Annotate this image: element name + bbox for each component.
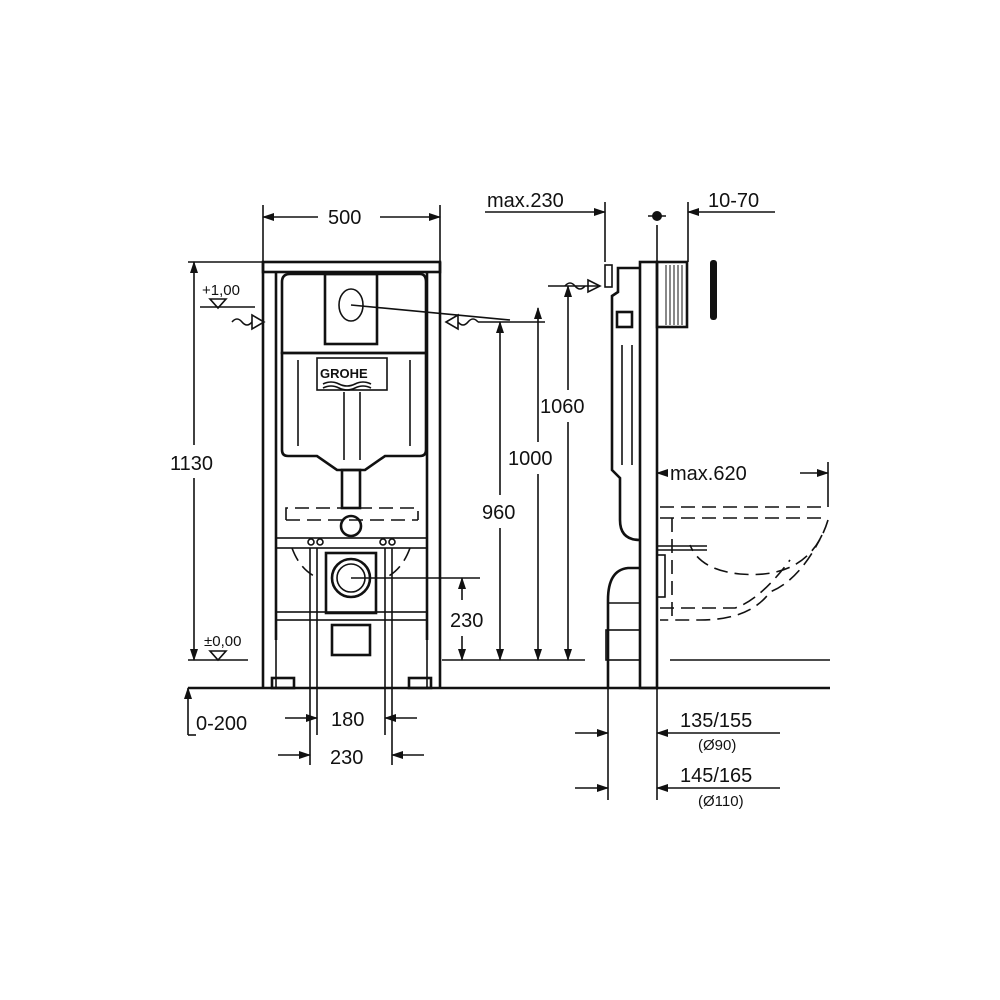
max-620-label: max.620 <box>670 463 747 485</box>
dia-90-label: (Ø90) <box>698 737 736 754</box>
height-label: 1130 <box>170 453 213 475</box>
toilet-bowl-outline <box>660 506 829 621</box>
dimension-960: 960 <box>482 321 515 661</box>
dimension-180: 180 <box>285 548 417 735</box>
dimension-max-620: max.620 <box>656 462 829 507</box>
dim-230-bottom-label: 230 <box>330 747 363 769</box>
dim-135-155-label: 135/155 <box>680 710 752 732</box>
dimension-width-500: 500 <box>262 205 441 262</box>
width-label: 500 <box>328 207 361 229</box>
dimension-145-165: 145/165 (Ø110) <box>575 765 780 810</box>
dimension-230-bottom: 230 <box>278 548 424 769</box>
dim-0-200-label: 0-200 <box>196 713 247 735</box>
dim-230-drain-label: 230 <box>450 610 483 632</box>
grohe-logo: GROHE <box>320 366 368 381</box>
thread-lines <box>665 265 683 325</box>
water-inlet-side-icon <box>564 278 602 294</box>
dimension-max-230: max.230 <box>485 190 606 262</box>
level-marker-zero: ±0,00 <box>204 633 241 662</box>
dia-110-label: (Ø110) <box>698 793 744 810</box>
cistern: GROHE <box>280 272 511 657</box>
dimension-135-155: 135/155 (Ø90) <box>575 710 780 754</box>
dim-1000-label: 1000 <box>508 448 553 470</box>
dim-1060-label: 1060 <box>540 396 585 418</box>
range-10-70-label: 10-70 <box>708 190 759 212</box>
dimension-1060: 1060 <box>540 285 600 661</box>
dim-145-165-label: 145/165 <box>680 765 752 787</box>
flush-plate <box>710 260 717 320</box>
dim-960-label: 960 <box>482 502 515 524</box>
floor-lines <box>188 659 830 690</box>
dimension-height-1130: 1130 <box>170 261 263 661</box>
max-230-label: max.230 <box>487 190 564 212</box>
water-inlet-icon <box>231 313 545 331</box>
level-zero-label: ±0,00 <box>204 633 241 650</box>
dimension-230-drain: 230 <box>450 577 483 661</box>
dimension-0-200: 0-200 <box>184 687 247 736</box>
level-marker-top: +1,00 <box>200 282 255 310</box>
dim-180-label: 180 <box>331 709 364 731</box>
dimension-1000: 1000 <box>508 307 553 661</box>
dimension-10-70: 10-70 <box>687 190 775 262</box>
centerline-marker <box>607 211 666 800</box>
level-top-label: +1,00 <box>202 282 240 299</box>
